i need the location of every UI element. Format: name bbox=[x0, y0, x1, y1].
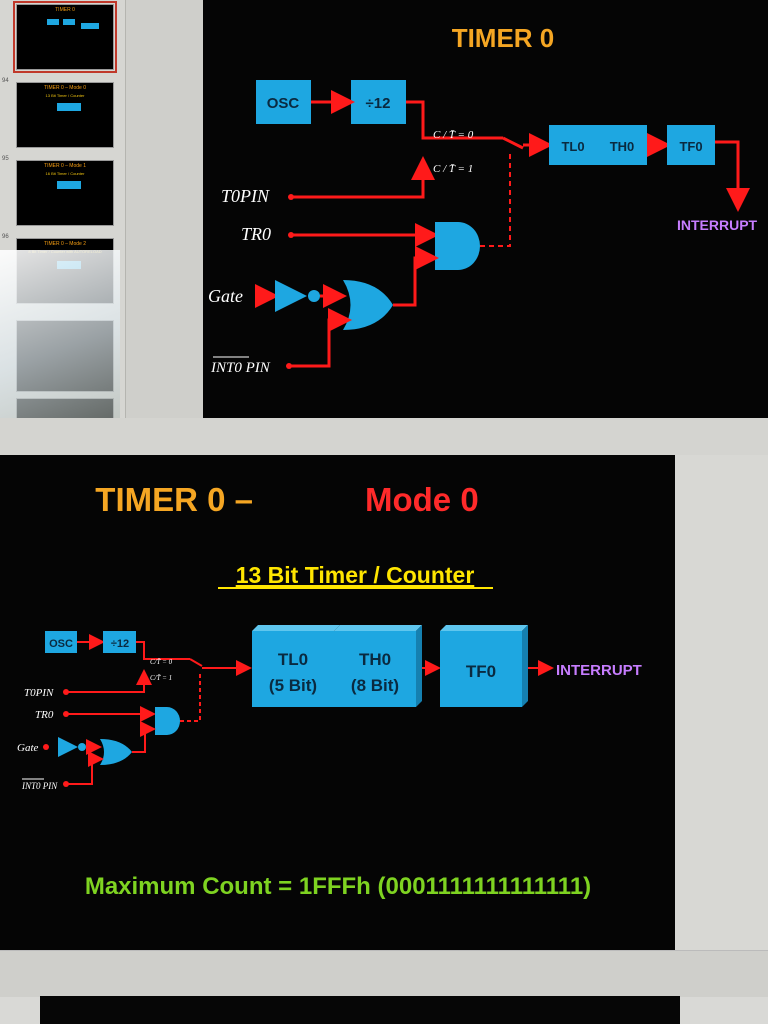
ct0-label: C/T̄ = 0 bbox=[150, 658, 173, 666]
int0pin-label: INT0 PIN bbox=[21, 781, 58, 791]
presentation-editor-view: TIMER 0 94 TIMER 0 – Mode 0 13 Bit Timer… bbox=[0, 0, 768, 455]
thumbnail-title: TIMER 0 – Mode 1 bbox=[44, 163, 86, 169]
thumbnail-subtitle: 16 Bit Timer / Counter bbox=[45, 171, 85, 176]
tl0-block bbox=[252, 631, 334, 707]
gate-label: Gate bbox=[17, 742, 39, 754]
slide-thumbnail-panel[interactable]: TIMER 0 94 TIMER 0 – Mode 0 13 Bit Timer… bbox=[0, 0, 126, 455]
int0pin-label: INT0 PIN bbox=[210, 360, 271, 376]
interrupt-label: INTERRUPT bbox=[677, 217, 758, 233]
switch bbox=[502, 136, 524, 150]
tf0-block bbox=[667, 125, 715, 165]
divider-label: ÷12 bbox=[366, 95, 391, 112]
slide-timer0-diagram: TIMER 0 OSC ÷12 C / T̄ = 0 C / T̄ = 1 T0… bbox=[203, 0, 768, 418]
interrupt-label: INTERRUPT bbox=[556, 662, 642, 679]
slide-title-part1: TIMER 0 – bbox=[95, 481, 253, 518]
osc-block bbox=[256, 80, 311, 124]
slide-number: 95 bbox=[2, 156, 9, 162]
divider-block bbox=[351, 80, 406, 124]
slide-thumbnail-mode1[interactable]: TIMER 0 – Mode 1 16 Bit Timer / Counter bbox=[16, 160, 114, 226]
thumbnail-title: TIMER 0 bbox=[55, 7, 75, 13]
switch bbox=[189, 658, 203, 667]
th0-label: TH0 bbox=[610, 139, 635, 154]
tf0-label: TF0 bbox=[679, 139, 702, 154]
th0-block bbox=[597, 125, 647, 165]
tf0-label: TF0 bbox=[466, 662, 496, 681]
tl0-label: TL0 bbox=[278, 650, 308, 669]
osc-label: OSC bbox=[49, 638, 73, 650]
camera-glare bbox=[0, 250, 120, 450]
th0-block bbox=[334, 631, 416, 707]
ct1-label: C / T̄ = 1 bbox=[433, 163, 473, 175]
osc-label: OSC bbox=[267, 95, 300, 112]
t0pin-label: T0PIN bbox=[24, 687, 54, 699]
and-gate bbox=[155, 707, 180, 735]
slide-thumbnail-mode0[interactable]: TIMER 0 – Mode 0 13 Bit Timer / Counter bbox=[16, 82, 114, 148]
osc-block bbox=[45, 631, 77, 653]
tr0-label: TR0 bbox=[35, 709, 54, 721]
slide-thumbnail-timer0[interactable]: TIMER 0 bbox=[13, 1, 117, 73]
thumbnail-subtitle: 13 Bit Timer / Counter bbox=[45, 93, 85, 98]
slide-mode0: TIMER 0 – Mode 0 13 Bit Timer / Counter … bbox=[0, 455, 675, 950]
thumbnail-title: TIMER 0 – Mode 2 bbox=[44, 241, 86, 247]
status-bar bbox=[0, 950, 768, 997]
ct1-label: C/T̄ = 1 bbox=[150, 674, 172, 682]
tl0-bits-label: (5 Bit) bbox=[269, 676, 317, 695]
slide-title-part2: Mode 0 bbox=[365, 481, 479, 518]
slide-number: 96 bbox=[2, 234, 9, 240]
slide-number: 94 bbox=[2, 78, 9, 84]
t0pin-label: T0PIN bbox=[221, 186, 270, 206]
thumbnail-title: TIMER 0 – Mode 0 bbox=[44, 85, 86, 91]
maximum-count-text: Maximum Count = 1FFFh (0001111111111111) bbox=[85, 873, 591, 900]
tl0-block bbox=[549, 125, 597, 165]
th0-label: TH0 bbox=[359, 650, 391, 669]
next-slide-preview bbox=[40, 996, 680, 1024]
or-gate bbox=[100, 739, 132, 765]
tl0-label: TL0 bbox=[561, 139, 584, 154]
or-gate bbox=[343, 280, 393, 330]
divider-block bbox=[103, 631, 136, 653]
divider-label: ÷12 bbox=[111, 638, 129, 650]
gate-label: Gate bbox=[208, 286, 243, 306]
ct0-label: C / T̄ = 0 bbox=[433, 129, 474, 141]
screen-edge bbox=[675, 455, 768, 950]
not-gate bbox=[275, 280, 307, 312]
not-gate bbox=[58, 737, 78, 757]
slide-title: TIMER 0 bbox=[452, 23, 555, 53]
th0-bits-label: (8 Bit) bbox=[351, 676, 399, 695]
slide-subtitle: 13 Bit Timer / Counter bbox=[236, 562, 475, 588]
and-gate bbox=[435, 222, 480, 270]
window-border bbox=[0, 418, 768, 455]
tr0-label: TR0 bbox=[241, 224, 271, 244]
tf0-block bbox=[440, 631, 522, 707]
